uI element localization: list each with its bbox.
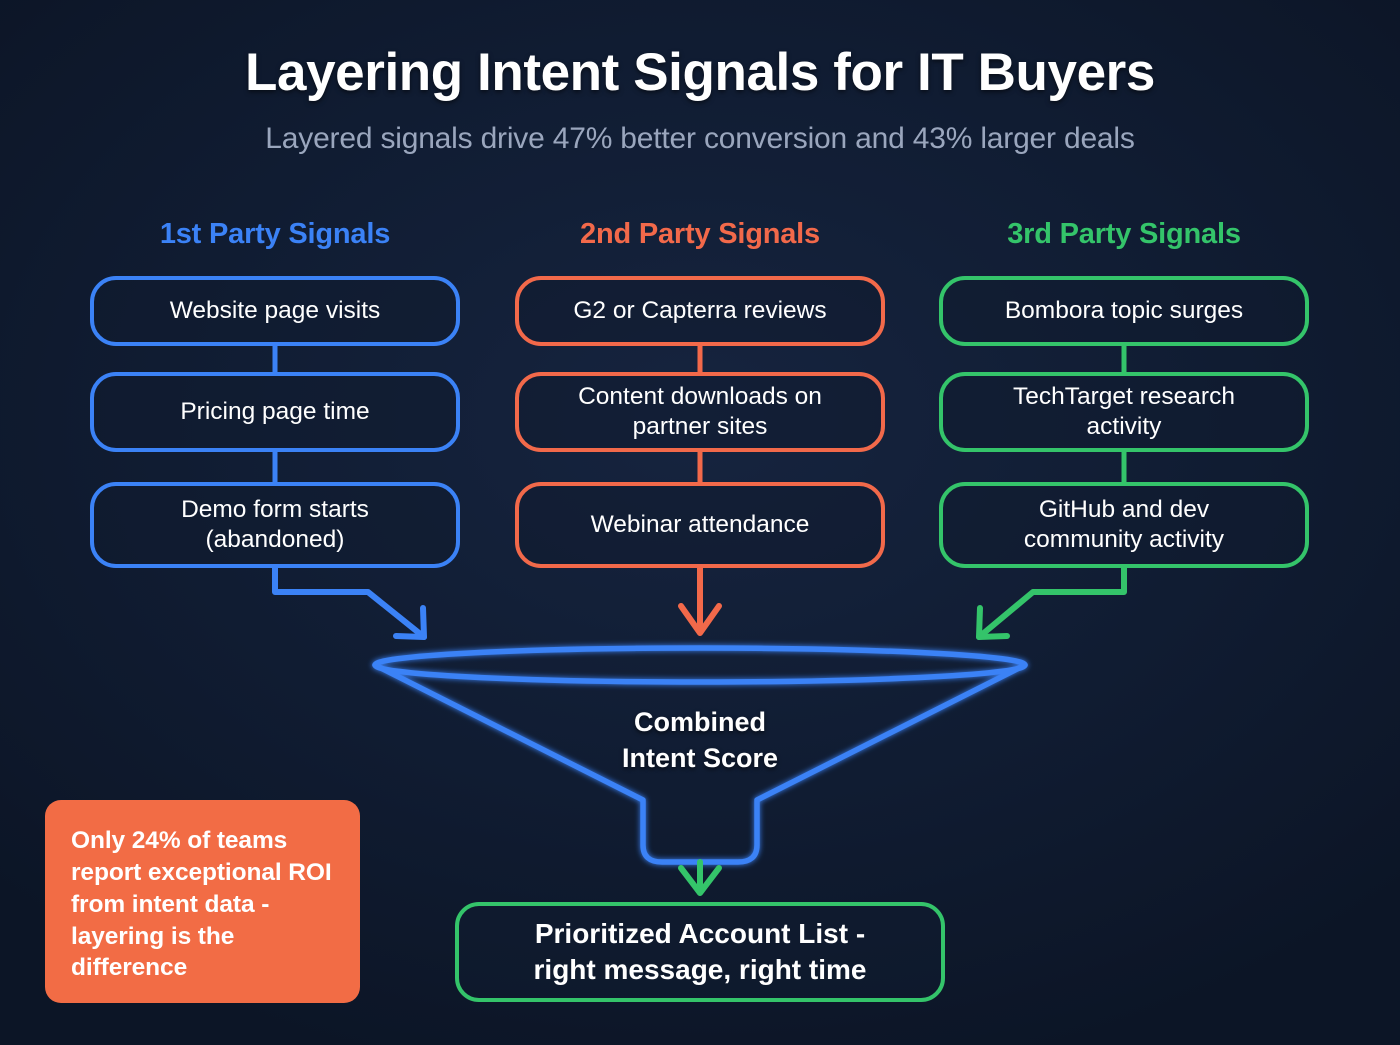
column-heading-first-party: 1st Party Signals	[159, 218, 391, 250]
page-title: Layering Intent Signals for IT Buyers	[245, 43, 1155, 102]
stat-callout-box: Only 24% of teams report exceptional ROI…	[45, 800, 360, 1003]
column-heading-second-party: 2nd Party Signals	[580, 218, 820, 250]
signal-box-website-page-visits[interactable]: Website page visits	[90, 276, 460, 346]
outcome-box[interactable]: Prioritized Account List - right message…	[455, 902, 945, 1002]
signal-box-webinar-attendance[interactable]: Webinar attendance	[515, 482, 885, 568]
funnel-label-line-2: Intent Score	[621, 742, 779, 773]
funnel-label: Combined Intent Score	[545, 705, 855, 776]
signal-box-pricing-page-time[interactable]: Pricing page time	[90, 372, 460, 452]
outcome-line-2: right message, right time	[533, 954, 867, 985]
funnel-label-line-1: Combined	[634, 707, 766, 737]
outcome-line-1: Prioritized Account List -	[534, 918, 866, 950]
page-subtitle: Layered signals drive 47% better convers…	[265, 122, 1135, 155]
column-heading-third-party: 3rd Party Signals	[1007, 218, 1241, 250]
signal-box-bombora-topic-surges[interactable]: Bombora topic surges	[939, 276, 1309, 346]
signal-box-demo-form-starts[interactable]: Demo form starts(abandoned)	[90, 482, 460, 568]
signal-box-g2-capterra-reviews[interactable]: G2 or Capterra reviews	[515, 276, 885, 346]
